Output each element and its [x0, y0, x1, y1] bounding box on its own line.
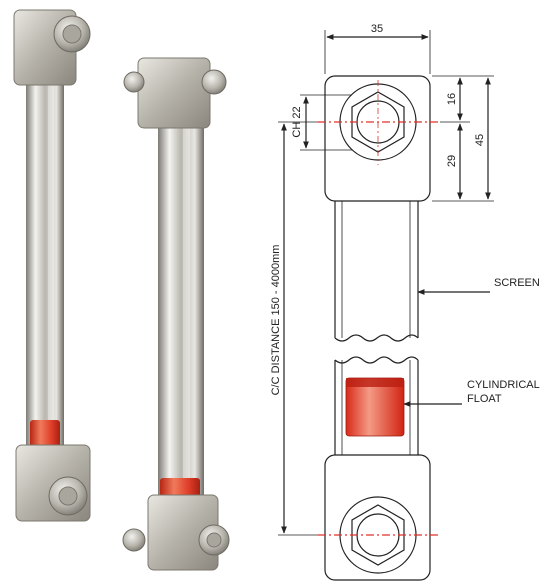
float-label-line2: FLOAT [467, 393, 502, 405]
gauge-right-top-block [137, 57, 211, 129]
drawing-break-top [334, 334, 419, 342]
gauge-photo-right [122, 57, 230, 571]
drawing-bottom-block [324, 454, 431, 581]
dim-lower-label: 29 [446, 155, 458, 167]
gauge-left-tube [26, 65, 64, 455]
dim-width-label: 35 [371, 23, 383, 35]
dim-ch-label: CH 22 [291, 106, 303, 137]
dim-cc-label: C/C DISTANCE 150 - 4000mm [270, 245, 282, 396]
dim-block-label: 45 [474, 134, 486, 146]
gauge-left-float [30, 420, 60, 448]
gauge-photo-left [13, 9, 91, 522]
drawing-break-bottom [334, 356, 419, 364]
dim-upper-label: 16 [446, 93, 458, 105]
drawing-top-block [324, 75, 431, 202]
float-label-line1: CYLINDRICAL [467, 379, 540, 391]
technical-drawing [278, 30, 494, 581]
gauge-right-tube [158, 118, 204, 506]
screen-label: SCREEN [494, 277, 540, 289]
gauge-right-top-nut [201, 69, 227, 95]
drawing-bottom-hex [351, 504, 405, 566]
